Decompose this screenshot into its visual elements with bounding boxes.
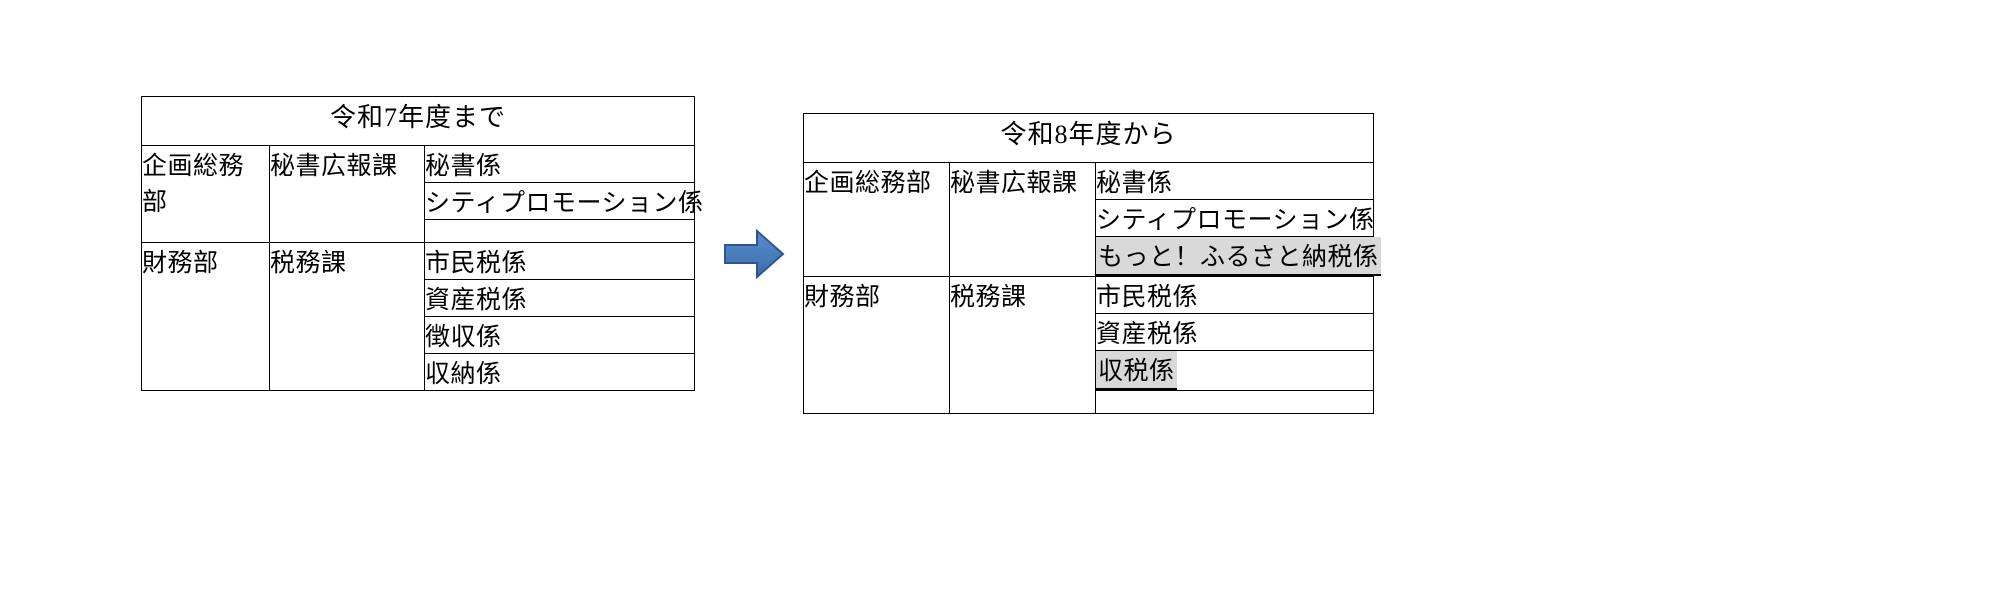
section-cell: 秘書係: [423, 145, 696, 183]
department-cell: 企画総務部: [803, 162, 950, 277]
org-table-before: 令和7年度まで 企画総務部 秘書広報課 秘書係 シティプロモーション係 財務部: [140, 96, 703, 391]
section-label: シティプロモーション係: [425, 190, 704, 217]
section-cell-new: もっと！ふるさと納税係: [1094, 236, 1381, 277]
table-title-after: 令和8年度から: [802, 113, 1375, 163]
division-cell: 税務課: [949, 276, 1096, 414]
section-cell-new: 収税係: [1094, 350, 1375, 391]
table-row: 企画総務部 秘書広報課 秘書係: [803, 162, 1375, 277]
section-label: 秘書係: [425, 153, 502, 180]
table-title-row: 令和7年度まで: [140, 96, 696, 146]
table-row: 企画総務部 秘書広報課 秘書係: [141, 145, 696, 243]
section-cell: 市民税係: [1094, 276, 1375, 314]
section-label: 市民税係: [1096, 284, 1199, 311]
section-label: 資産税係: [425, 287, 528, 314]
department-cell: 企画総務部: [141, 145, 270, 243]
section-cell-empty: [423, 219, 696, 243]
section-label: 収納係: [425, 361, 502, 388]
section-label-highlighted: 収税係: [1096, 351, 1177, 390]
table-row: 資産税係: [142, 279, 696, 317]
section-cell: 資産税係: [423, 279, 696, 317]
division-cell: 税務課: [269, 242, 425, 391]
section-cell: シティプロモーション係: [423, 182, 703, 220]
section-label-highlighted: もっと！ふるさと納税係: [1096, 237, 1381, 276]
table-row: 資産税係: [804, 313, 1375, 351]
division-cell: 秘書広報課: [949, 162, 1096, 277]
section-label: シティプロモーション係: [1096, 207, 1375, 234]
table-row: 収税係: [804, 350, 1375, 391]
division-cell: 秘書広報課: [269, 145, 425, 243]
table-row: [804, 390, 1375, 414]
section-cell: 資産税係: [1094, 313, 1375, 351]
org-table-after: 令和8年度から 企画総務部 秘書広報課 秘書係 シティプロモーション係 もっと！…: [802, 113, 1381, 414]
table-row: 財務部 税務課 市民税係: [803, 276, 1375, 414]
section-label: 資産税係: [1096, 321, 1199, 348]
section-cell: 徴収係: [423, 316, 696, 354]
section-label: 徴収係: [425, 324, 502, 351]
section-cell: 秘書係: [1094, 162, 1375, 200]
table-row: シティプロモーション係: [142, 182, 703, 220]
table-row: もっと！ふるさと納税係: [804, 236, 1381, 277]
table-title-row: 令和8年度から: [802, 113, 1375, 163]
right-arrow-icon: [723, 228, 785, 280]
table-row: 収納係: [142, 353, 696, 391]
section-cell: 収納係: [423, 353, 696, 391]
section-label: 秘書係: [1096, 170, 1173, 197]
section-cell: 市民税係: [423, 242, 696, 280]
table-title-before: 令和7年度まで: [140, 96, 696, 146]
section-label: 市民税係: [425, 250, 528, 277]
section-cell-empty: [1094, 390, 1375, 414]
department-cell: 財務部: [141, 242, 270, 391]
department-cell: 財務部: [803, 276, 950, 414]
table-row: 財務部 税務課 市民税係: [141, 242, 696, 391]
table-row: シティプロモーション係: [804, 199, 1375, 237]
section-cell: シティプロモーション係: [1094, 199, 1375, 237]
